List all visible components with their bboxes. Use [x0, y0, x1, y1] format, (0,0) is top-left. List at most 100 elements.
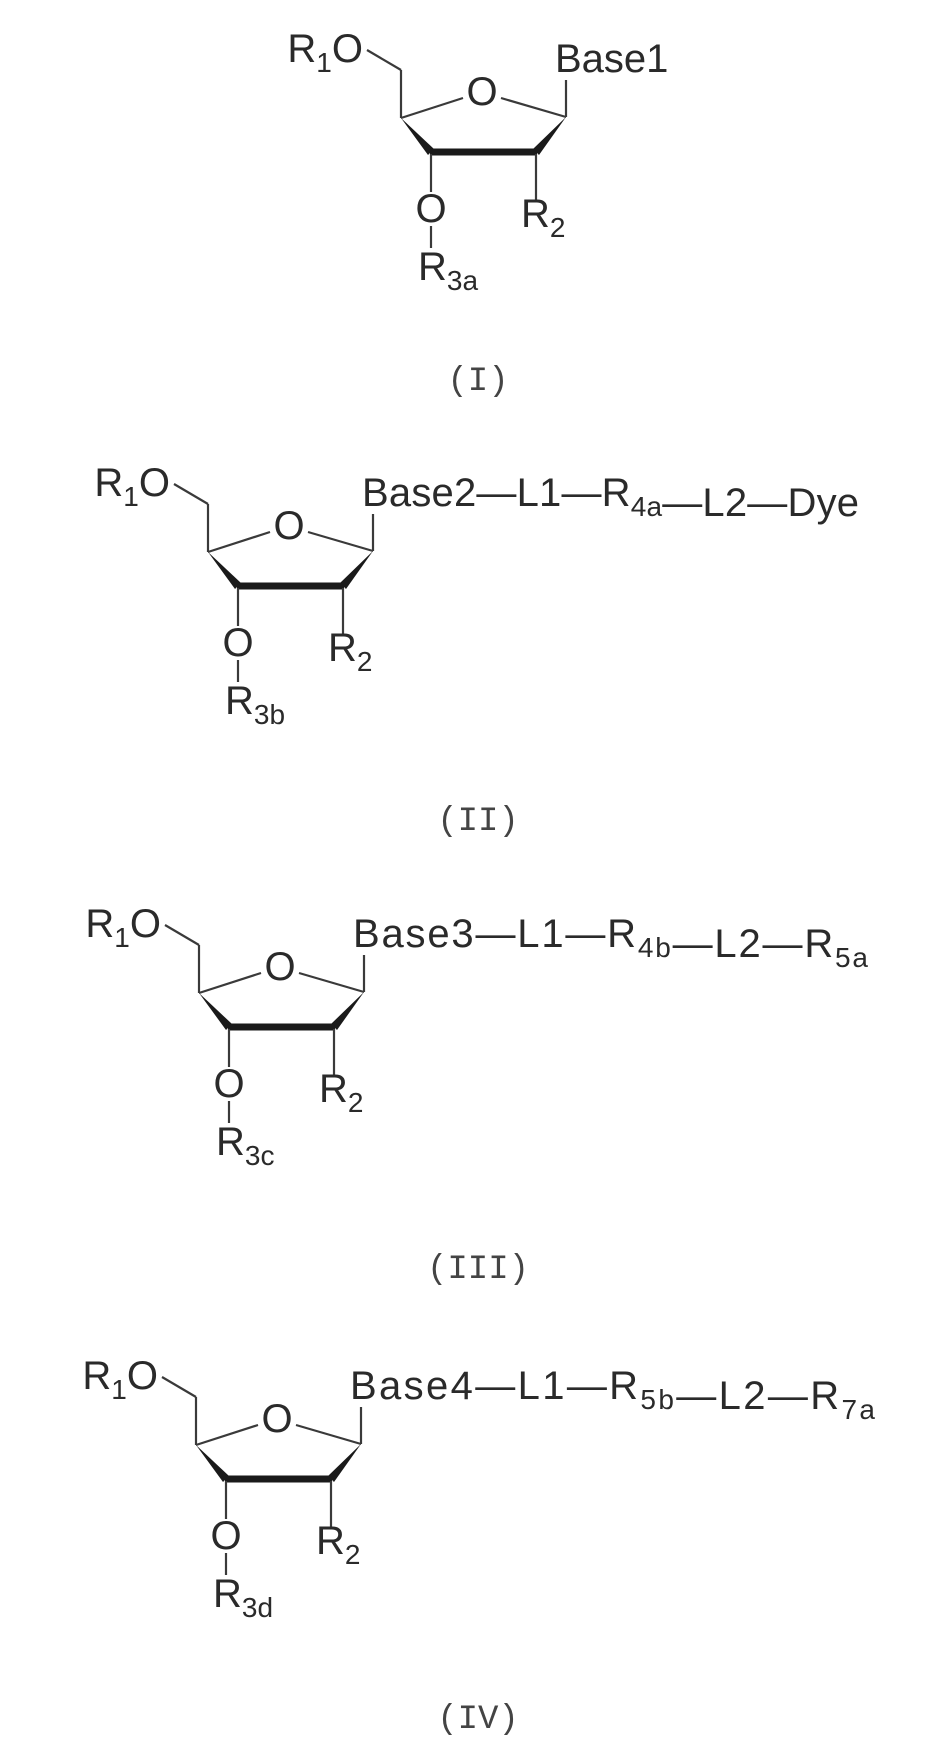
structure-3: R1OOOR3cR2Base3—L1—R4b—L2—R5a	[85, 902, 868, 1171]
ring-oxygen: O	[261, 1397, 292, 1441]
r3-group-subscript: 3d	[242, 1592, 273, 1623]
r3-group-main: R	[213, 1572, 242, 1616]
c5-o5-bond	[165, 925, 199, 945]
r1o-group: R1O	[85, 902, 161, 953]
chain-part-subscript: 5a	[835, 942, 868, 973]
formula-label: (II)	[437, 803, 519, 841]
base-chain: Base3—L1—R4b—L2—R5a	[353, 912, 868, 973]
chain-part-subscript: 4b	[638, 932, 671, 963]
ring-o-c1-bond	[296, 1425, 361, 1444]
r2-group-subscript: 2	[348, 1087, 364, 1118]
chain-part: Base1	[555, 37, 668, 81]
chain-bond: —	[567, 1364, 607, 1408]
ring-oxygen: O	[466, 70, 497, 114]
ring-oxygen: O	[264, 945, 295, 989]
r1o-group-main: R	[85, 902, 114, 946]
r3-group-subscript: 3c	[245, 1140, 275, 1171]
c4-ring-o-bond	[208, 532, 270, 552]
o3-oxygen: O	[210, 1514, 241, 1558]
r1o-group-subscript: 1	[123, 481, 139, 512]
r2-group-subscript: 2	[357, 646, 373, 677]
chain-part: Dye	[787, 481, 859, 525]
formula-label: (III)	[427, 1251, 529, 1289]
o3-oxygen: O	[213, 1062, 244, 1106]
r2-group-main: R	[521, 192, 550, 236]
r2-group: R2	[316, 1519, 360, 1570]
c3-c2-bold-bond	[228, 1024, 335, 1031]
chain-bond: —	[768, 1374, 808, 1418]
chain-part: R	[607, 912, 636, 956]
chain-bond: —	[475, 1364, 515, 1408]
r2-group-main: R	[319, 1067, 348, 1111]
r3-group-main: R	[418, 245, 447, 289]
c1-c2-wedge-bond	[533, 117, 566, 155]
c4-c3-wedge-bond	[401, 118, 434, 155]
c4-c3-wedge-bond	[196, 1445, 229, 1482]
chain-part: L2	[719, 1374, 766, 1418]
c3-c2-bold-bond	[225, 1476, 332, 1483]
r2-group-subscript: 2	[550, 212, 566, 243]
r3-group-main: R	[225, 679, 254, 723]
c3-c2-bold-bond	[237, 583, 344, 590]
ring-o-c1-bond	[299, 973, 364, 992]
r2-group: R2	[328, 626, 372, 677]
r2-group: R2	[521, 192, 565, 243]
r3-group: R3a	[418, 245, 478, 296]
chain-part: R	[609, 1364, 638, 1408]
r1o-group-subscript: 1	[316, 47, 332, 78]
structure-1: R1OOOR3aR2Base1	[287, 27, 668, 296]
r3-group-main: R	[216, 1120, 245, 1164]
r1o-group-tail: O	[130, 902, 161, 946]
c1-c2-wedge-bond	[331, 992, 364, 1030]
c4-ring-o-bond	[196, 1425, 258, 1445]
base-chain: Base2—L1—R4a—L2—Dye	[362, 471, 859, 525]
formula-label: (IV)	[437, 1701, 519, 1739]
r1o-group-subscript: 1	[114, 922, 130, 953]
c5-o5-bond	[367, 50, 401, 70]
c4-c3-wedge-bond	[208, 552, 241, 589]
chain-part: Base4	[350, 1364, 473, 1408]
chain-bond: —	[476, 471, 516, 515]
r1o-group-main: R	[287, 27, 316, 71]
o3-oxygen: O	[415, 187, 446, 231]
chain-part: R	[804, 922, 833, 966]
ring-o-c1-bond	[308, 532, 373, 551]
chain-part: R	[810, 1374, 839, 1418]
r1o-group-main: R	[94, 461, 123, 505]
r1o-group-main: R	[82, 1354, 111, 1398]
chain-part: L2	[702, 481, 747, 525]
ring-o-c1-bond	[501, 98, 566, 117]
r2-group-main: R	[328, 626, 357, 670]
chain-bond: —	[747, 481, 787, 525]
chain-bond: —	[676, 1374, 716, 1418]
chain-part: L2	[714, 922, 760, 966]
chain-part: L1	[517, 912, 563, 956]
chain-part-subscript: 7a	[841, 1394, 875, 1425]
formula-label: (I)	[447, 363, 508, 401]
c4-c3-wedge-bond	[199, 993, 232, 1030]
r1o-group-subscript: 1	[111, 1374, 127, 1405]
r3-group-subscript: 3b	[254, 699, 285, 730]
r1o-group: R1O	[94, 461, 170, 512]
o3-oxygen: O	[222, 621, 253, 665]
chain-bond: —	[475, 912, 515, 956]
chain-bond: —	[763, 922, 803, 966]
chain-bond: —	[673, 922, 713, 966]
c5-o5-bond	[162, 1377, 196, 1397]
chain-part: L1	[518, 1364, 565, 1408]
ring-oxygen: O	[273, 504, 304, 548]
chain-part-subscript: 5b	[640, 1384, 674, 1415]
r3-group: R3c	[216, 1120, 274, 1171]
c1-c2-wedge-bond	[328, 1444, 361, 1482]
structure-4: R1OOOR3dR2Base4—L1—R5b—L2—R7a	[82, 1354, 875, 1623]
chain-bond: —	[561, 471, 601, 515]
c4-ring-o-bond	[401, 98, 463, 118]
base-chain: Base4—L1—R5b—L2—R7a	[350, 1364, 875, 1425]
c5-o5-bond	[174, 484, 208, 504]
r2-group-subscript: 2	[345, 1539, 361, 1570]
r3-group-subscript: 3a	[447, 265, 479, 296]
r1o-group-tail: O	[332, 27, 363, 71]
r1o-group-tail: O	[127, 1354, 158, 1398]
chain-part: Base2	[362, 471, 476, 515]
